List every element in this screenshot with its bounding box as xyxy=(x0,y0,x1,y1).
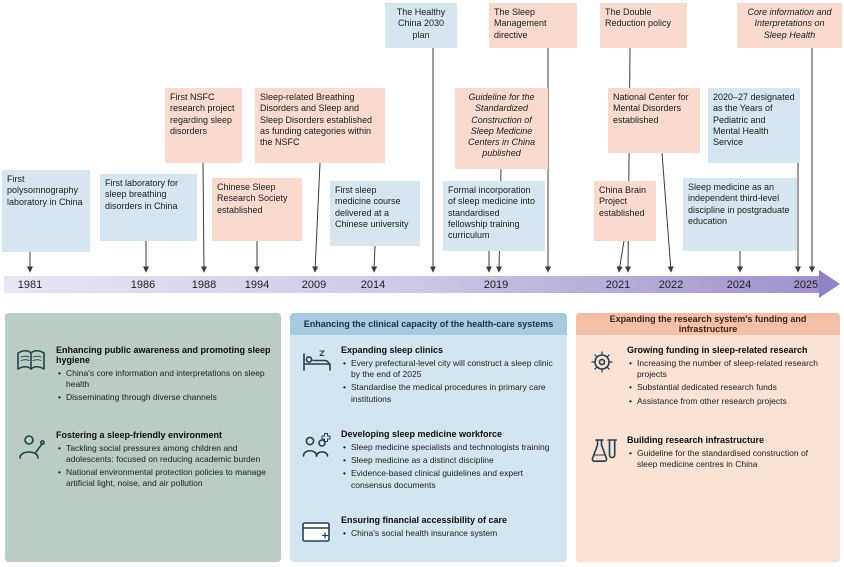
panel-header: Expanding the research system's funding … xyxy=(576,313,840,335)
section-title: Growing funding in sleep-related researc… xyxy=(627,345,808,355)
bullet-item: Sleep medicine specialists and technolog… xyxy=(343,442,557,453)
panel-section: Expanding sleep clinics Every prefectura… xyxy=(298,345,557,407)
milestone-double-reduction-policy: The Double Reduction policy xyxy=(600,3,687,48)
bullet-item: Assistance from other research projects xyxy=(629,396,830,407)
panel-section: Developing sleep medicine workforce Slee… xyxy=(298,429,557,493)
year-label: 2014 xyxy=(360,279,386,291)
section-title: Enhancing public awareness and promoting… xyxy=(56,345,271,365)
year-label: 2022 xyxy=(658,279,684,291)
timeline-axis xyxy=(4,276,820,293)
panel-section: Enhancing public awareness and promoting… xyxy=(13,345,271,406)
milestone-healthy-china-2030: The Healthy China 2030 plan xyxy=(385,3,457,48)
bed-icon xyxy=(298,345,334,407)
panel-section: Growing funding in sleep-related researc… xyxy=(584,345,830,409)
panel-section: Fostering a sleep-friendly environment T… xyxy=(13,430,271,492)
panel-header: Enhancing the clinical capacity of the h… xyxy=(290,313,567,335)
panel-research-funding: Expanding the research system's funding … xyxy=(576,313,840,562)
bullet-item: Standardise the medical procedures in pr… xyxy=(343,382,557,404)
bullet-item: Every prefectural-level city will constr… xyxy=(343,358,557,380)
year-label: 1988 xyxy=(191,279,217,291)
bullet-item: Tackling social pressures among children… xyxy=(58,443,271,465)
year-label: 2009 xyxy=(301,279,327,291)
bullet-item: Substantial dedicated research funds xyxy=(629,382,830,393)
section-title: Ensuring financial accessibility of care xyxy=(341,514,508,525)
milestone-pediatric-mental-health-years: 2020–27 designated as the Years of Pedia… xyxy=(708,88,800,163)
lab-flasks-icon xyxy=(584,435,620,472)
bullet-item: Increasing the number of sleep-related r… xyxy=(629,358,830,380)
open-book-icon xyxy=(13,345,49,406)
bullet-item: China's core information and interpretat… xyxy=(58,368,271,390)
year-label: 2019 xyxy=(483,279,509,291)
year-label: 1986 xyxy=(130,279,156,291)
panel-clinical-capacity: Enhancing the clinical capacity of the h… xyxy=(290,313,567,562)
milestone-first-sleep-course: First sleep medicine course delivered at… xyxy=(330,181,420,246)
year-label: 2025 xyxy=(793,279,819,291)
timeline-arrow-head xyxy=(819,270,840,298)
gear-icon xyxy=(584,345,620,409)
year-label: 2024 xyxy=(726,279,752,291)
section-title: Expanding sleep clinics xyxy=(341,345,444,355)
milestone-first-sleep-breathing-lab: First laboratory for sleep breathing dis… xyxy=(100,174,197,241)
medical-workforce-icon xyxy=(298,429,334,493)
bullet-item: Guideline for the standardised construct… xyxy=(629,448,830,470)
year-label: 1994 xyxy=(244,279,270,291)
section-title: Building research infrastructure xyxy=(627,434,765,445)
milestone-csrs-established: Chinese Sleep Research Society establish… xyxy=(212,178,302,241)
bullet-item: Disseminating through diverse channels xyxy=(58,392,271,403)
bullet-item: National environmental protection polici… xyxy=(58,467,271,489)
milestone-first-psg-lab: First polysomnography laboratory in Chin… xyxy=(2,170,90,252)
bullet-item: Evidence-based clinical guidelines and e… xyxy=(343,468,557,490)
milestone-sleep-center-guideline: Guideline for the Standardized Construct… xyxy=(455,88,548,169)
panel-public-awareness: Enhancing public awareness and promoting… xyxy=(5,313,281,562)
section-title: Fostering a sleep-friendly environment xyxy=(56,429,223,440)
year-label: 2021 xyxy=(605,279,631,291)
bullet-item: China's social health insurance system xyxy=(343,528,557,539)
milestone-nsfc-funding-categories: Sleep-related Breathing Disorders and Sl… xyxy=(255,88,385,163)
milestone-sleep-management-directive: The Sleep Management directive xyxy=(489,3,577,48)
panel-section: Building research infrastructure Guideli… xyxy=(584,435,830,472)
milestone-core-information: Core information and Interpretations on … xyxy=(737,3,842,48)
timeline-connectors xyxy=(27,47,815,273)
bullet-item: Sleep medicine as a distinct discipline xyxy=(343,455,557,466)
milestone-national-center-mental-disorders: National Center for Mental Disorders est… xyxy=(608,88,700,153)
milestone-fellowship-curriculum: Formal incorporation of sleep medicine i… xyxy=(443,181,545,251)
insurance-card-icon xyxy=(298,515,334,548)
panel-section: Ensuring financial accessibility of care… xyxy=(298,515,557,548)
person-icon xyxy=(13,430,49,492)
milestone-china-brain-project: China Brain Project established xyxy=(594,181,656,241)
section-title: Developing sleep medicine workforce xyxy=(341,428,503,439)
year-label: 1981 xyxy=(17,279,43,291)
milestone-first-nsfc-project: First NSFC research project regarding sl… xyxy=(165,88,242,163)
milestone-third-level-discipline: Sleep medicine as an independent third-l… xyxy=(683,178,797,251)
